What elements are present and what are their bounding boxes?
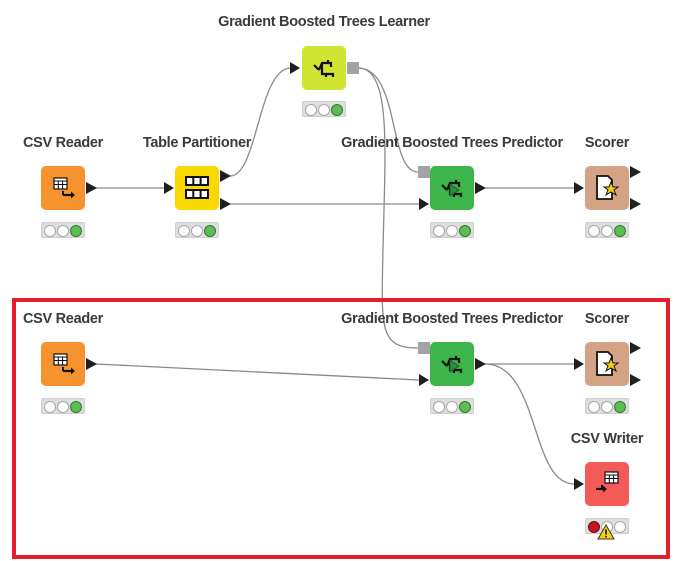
status-traffic-light	[302, 101, 346, 117]
status-light-idle	[433, 401, 445, 413]
connection-learner-predictor1[interactable]	[357, 67, 419, 173]
status-traffic-light	[41, 222, 85, 238]
node-label-csv-reader-1: CSV Reader	[22, 135, 104, 151]
node-scorer-2[interactable]	[585, 342, 629, 386]
warning-icon[interactable]	[597, 524, 615, 540]
tree-ensemble-icon	[313, 60, 335, 77]
table-read-icon	[53, 177, 75, 199]
node-label-csv-reader-2: CSV Reader	[22, 311, 104, 327]
scorer-icon	[596, 351, 620, 376]
partition-icon	[185, 176, 209, 199]
highlight-frame	[12, 298, 670, 559]
status-traffic-light	[585, 398, 629, 414]
connection-predictor2-csvwriter[interactable]	[484, 363, 575, 485]
status-light-configured	[57, 225, 69, 237]
node-label-gbt-predictor-1: Gradient Boosted Trees Predictor	[341, 135, 563, 151]
status-light-executed	[614, 225, 626, 237]
status-light-idle	[44, 225, 56, 237]
status-light-configured	[446, 401, 458, 413]
status-light-idle	[178, 225, 190, 237]
node-label-scorer-2: Scorer	[584, 311, 630, 327]
status-light-executed	[459, 401, 471, 413]
status-light-idle	[588, 401, 600, 413]
status-light-configured	[446, 225, 458, 237]
node-scorer-1[interactable]	[585, 166, 629, 210]
node-gbt-predictor-2[interactable]	[430, 342, 474, 386]
node-csv-writer[interactable]	[585, 462, 629, 506]
status-light-executed	[459, 225, 471, 237]
status-light-idle	[44, 401, 56, 413]
table-read-icon	[53, 353, 75, 375]
node-label-scorer-1: Scorer	[584, 135, 630, 151]
status-light-idle	[305, 104, 317, 116]
status-traffic-light	[585, 222, 629, 238]
status-traffic-light	[430, 398, 474, 414]
status-traffic-light	[41, 398, 85, 414]
status-light-idle	[588, 225, 600, 237]
connection-csvreader2-predictor2[interactable]	[95, 363, 420, 381]
status-traffic-light	[175, 222, 219, 238]
status-light-configured	[57, 401, 69, 413]
status-light-configured	[191, 225, 203, 237]
status-light-executed	[614, 521, 626, 533]
node-csv-reader-2[interactable]	[41, 342, 85, 386]
status-light-idle	[433, 225, 445, 237]
status-light-error	[588, 521, 600, 533]
node-gbt-predictor-1[interactable]	[430, 166, 474, 210]
status-light-configured	[601, 225, 613, 237]
connection-partitioner-learner[interactable]	[229, 67, 292, 177]
status-light-executed	[331, 104, 343, 116]
connection-learner-predictor2[interactable]	[357, 67, 419, 349]
node-label-gbt-predictor-2: Gradient Boosted Trees Predictor	[341, 311, 563, 327]
node-label-csv-writer: CSV Writer	[570, 431, 644, 447]
status-light-executed	[614, 401, 626, 413]
status-light-executed	[70, 225, 82, 237]
tree-predict-icon	[441, 356, 463, 373]
table-write-icon	[596, 471, 619, 493]
scorer-icon	[596, 175, 620, 200]
node-label-table-partitioner: Table Partitioner	[142, 135, 252, 151]
status-light-executed	[70, 401, 82, 413]
status-traffic-light	[430, 222, 474, 238]
tree-predict-icon	[441, 180, 463, 197]
node-csv-reader-1[interactable]	[41, 166, 85, 210]
status-light-configured	[601, 401, 613, 413]
node-label-gbt-learner: Gradient Boosted Trees Learner	[218, 14, 430, 30]
node-table-partitioner[interactable]	[175, 166, 219, 210]
node-gbt-learner[interactable]	[302, 46, 346, 90]
status-light-executed	[204, 225, 216, 237]
status-light-configured	[318, 104, 330, 116]
